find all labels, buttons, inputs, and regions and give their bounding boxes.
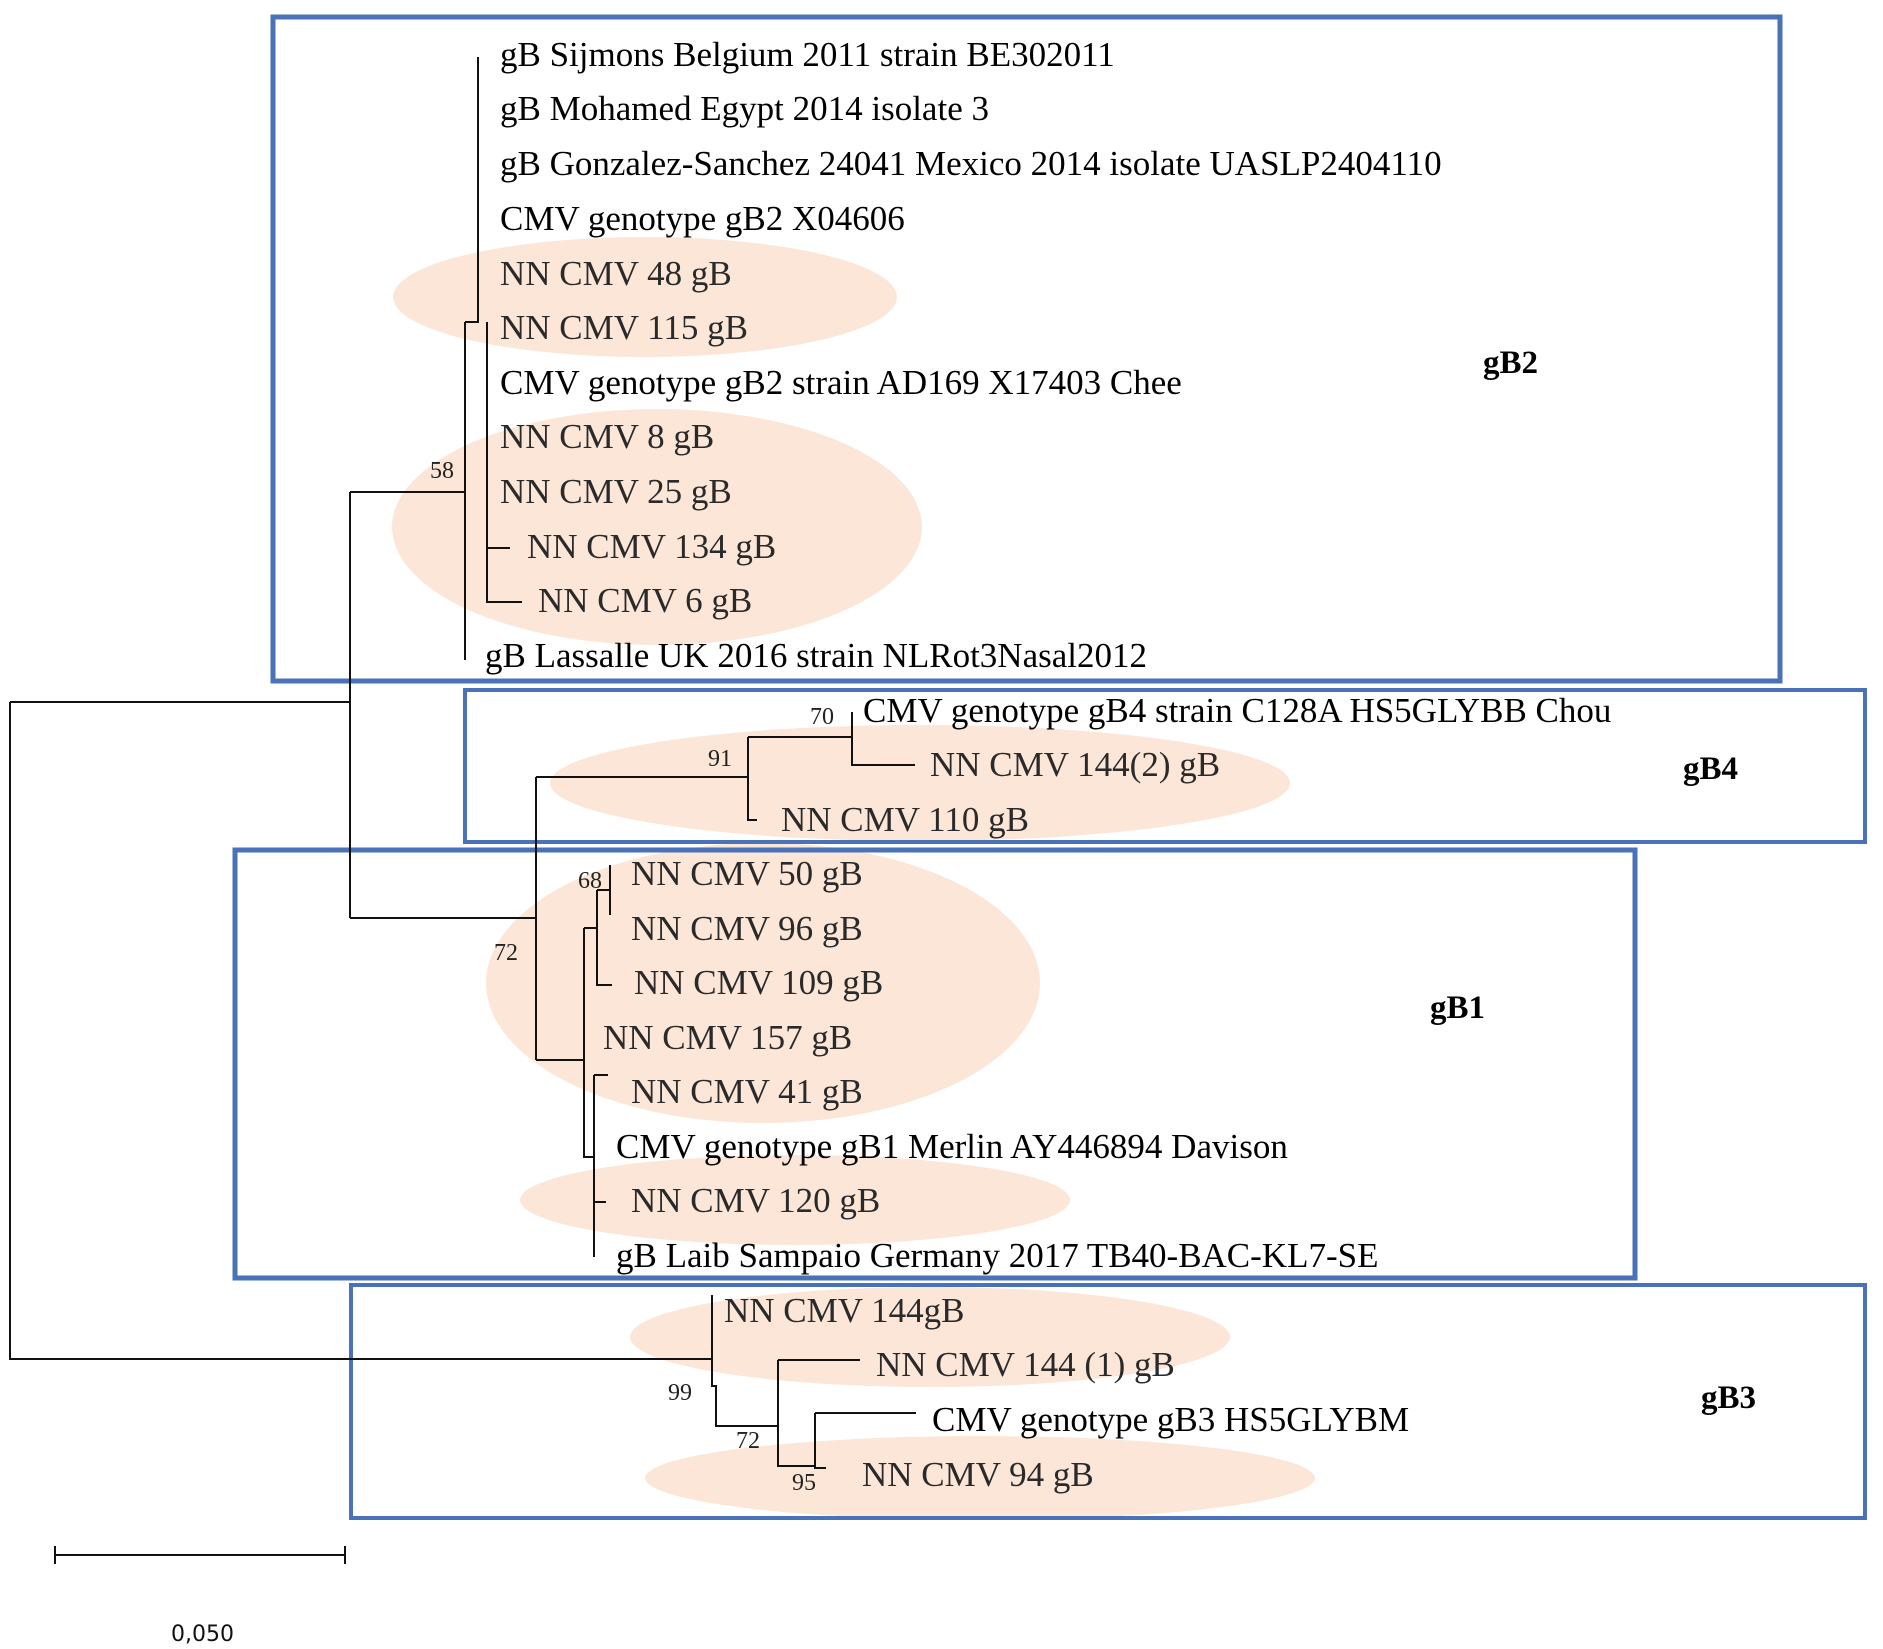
scale-bar-line <box>54 1546 346 1564</box>
bootstrap-gb1-50-96: 68 <box>578 868 602 894</box>
branch-gb4-c128a <box>851 712 915 766</box>
leaf-label-gb3: CMV genotype gB3 HS5GLYBM <box>932 1400 1409 1439</box>
branch-gb1-c <box>596 890 612 986</box>
leaf-label-lassalle: gB Lassalle UK 2016 strain NLRot3Nasal20… <box>485 636 1147 675</box>
leaf-label-mohamed: gB Mohamed Egypt 2014 isolate 3 <box>500 89 989 128</box>
branch-gb2-inner <box>465 57 479 323</box>
leaf-label-laib: gB Laib Sampaio Germany 2017 TB40-BAC-KL… <box>616 1236 1378 1275</box>
group-boxes <box>232 14 1867 1520</box>
leaf-label-nn120: NN CMV 120 gB <box>631 1181 880 1220</box>
branch-gb4-91 <box>747 737 757 821</box>
bootstrap-gb2-clade: 58 <box>430 458 454 484</box>
leaf-label-c128a: CMV genotype gB4 strain C128A HS5GLYBB C… <box>863 691 1611 730</box>
group-box-gb1 <box>232 847 1638 1281</box>
bootstrap-gb3-94: 95 <box>792 1470 816 1496</box>
branch-root <box>9 702 712 1360</box>
group-label-gb4: gB4 <box>1683 751 1738 787</box>
highlight-layer <box>392 237 1315 1520</box>
leaf-label-nn8: NN CMV 8 gB <box>500 417 714 456</box>
leaf-label-nn6: NN CMV 6 gB <box>538 581 752 620</box>
leaf-label-nn157: NN CMV 157 gB <box>603 1018 852 1057</box>
bootstrap-gb1-gb4: 72 <box>494 940 518 966</box>
branch-gb3-95 <box>814 1413 826 1469</box>
leaf-label-nn109: NN CMV 109 gB <box>634 963 883 1002</box>
scale-bar: 0,050 <box>54 1546 346 1647</box>
leaf-label-nn94: NN CMV 94 gB <box>862 1455 1094 1494</box>
group-label-gb3: gB3 <box>1701 1380 1756 1416</box>
scale-bar-label: 0,050 <box>171 1622 234 1647</box>
highlight-gb1-cluster <box>486 843 1040 1123</box>
leaf-label-ad169: CMV genotype gB2 strain AD169 X17403 Che… <box>500 363 1182 402</box>
leaf-label-sijmons: gB Sijmons Belgium 2011 strain BE302011 <box>500 35 1115 74</box>
group-label-gb1: gB1 <box>1430 990 1485 1026</box>
highlight-nn94 <box>645 1436 1315 1520</box>
bootstrap-gb4-clade: 91 <box>708 746 732 772</box>
leaf-label-nn144: NN CMV 144gB <box>724 1291 965 1330</box>
leaf-label-nn25: NN CMV 25 gB <box>500 472 732 511</box>
branch-layer <box>9 57 916 1469</box>
leaf-label-nn134: NN CMV 134 gB <box>527 527 776 566</box>
leaf-label-nn144_2: NN CMV 144(2) gB <box>930 745 1220 784</box>
leaf-label-gb2x04606: CMV genotype gB2 X04606 <box>500 199 905 238</box>
highlight-gb2-cluster <box>392 409 922 645</box>
leaf-label-gonzalez: gB Gonzalez-Sanchez 24041 Mexico 2014 is… <box>500 144 1442 183</box>
leaf-label-nn96: NN CMV 96 gB <box>631 909 863 948</box>
branch-gb1-a <box>583 928 594 1158</box>
leaf-label-nn41: NN CMV 41 gB <box>631 1072 863 1111</box>
bootstrap-gb4-inner: 70 <box>810 704 834 730</box>
branch-gb3-node <box>712 1385 778 1427</box>
branch-gb3-72 <box>777 1360 815 1467</box>
leaf-label-merlin: CMV genotype gB1 Merlin AY446894 Davison <box>616 1127 1288 1166</box>
leaf-label-nn48: NN CMV 48 gB <box>500 254 732 293</box>
leaf-label-nn110: NN CMV 110 gB <box>781 800 1029 839</box>
group-box-gb4 <box>463 688 1867 844</box>
group-label-gb2: gB2 <box>1483 345 1538 381</box>
bootstrap-gb3-inner: 72 <box>736 1428 760 1454</box>
leaf-labels: gB Sijmons Belgium 2011 strain BE302011 g… <box>485 35 1611 1494</box>
leaf-label-nn115: NN CMV 115 gB <box>500 308 748 347</box>
bootstrap-labels: 58 70 91 68 72 99 72 95 <box>430 458 834 1496</box>
bootstrap-gb3-clade: 99 <box>668 1380 692 1406</box>
highlight-nn48-nn115 <box>393 237 897 357</box>
leaf-label-nn144_1: NN CMV 144 (1) gB <box>876 1345 1175 1384</box>
group-box-gb2 <box>270 14 1783 684</box>
leaf-label-nn50: NN CMV 50 gB <box>631 854 863 893</box>
highlight-gb4-cluster <box>550 725 1290 841</box>
highlight-nn144 <box>630 1287 1230 1387</box>
highlight-nn120 <box>520 1155 1070 1245</box>
group-box-gb3 <box>349 1283 1867 1520</box>
